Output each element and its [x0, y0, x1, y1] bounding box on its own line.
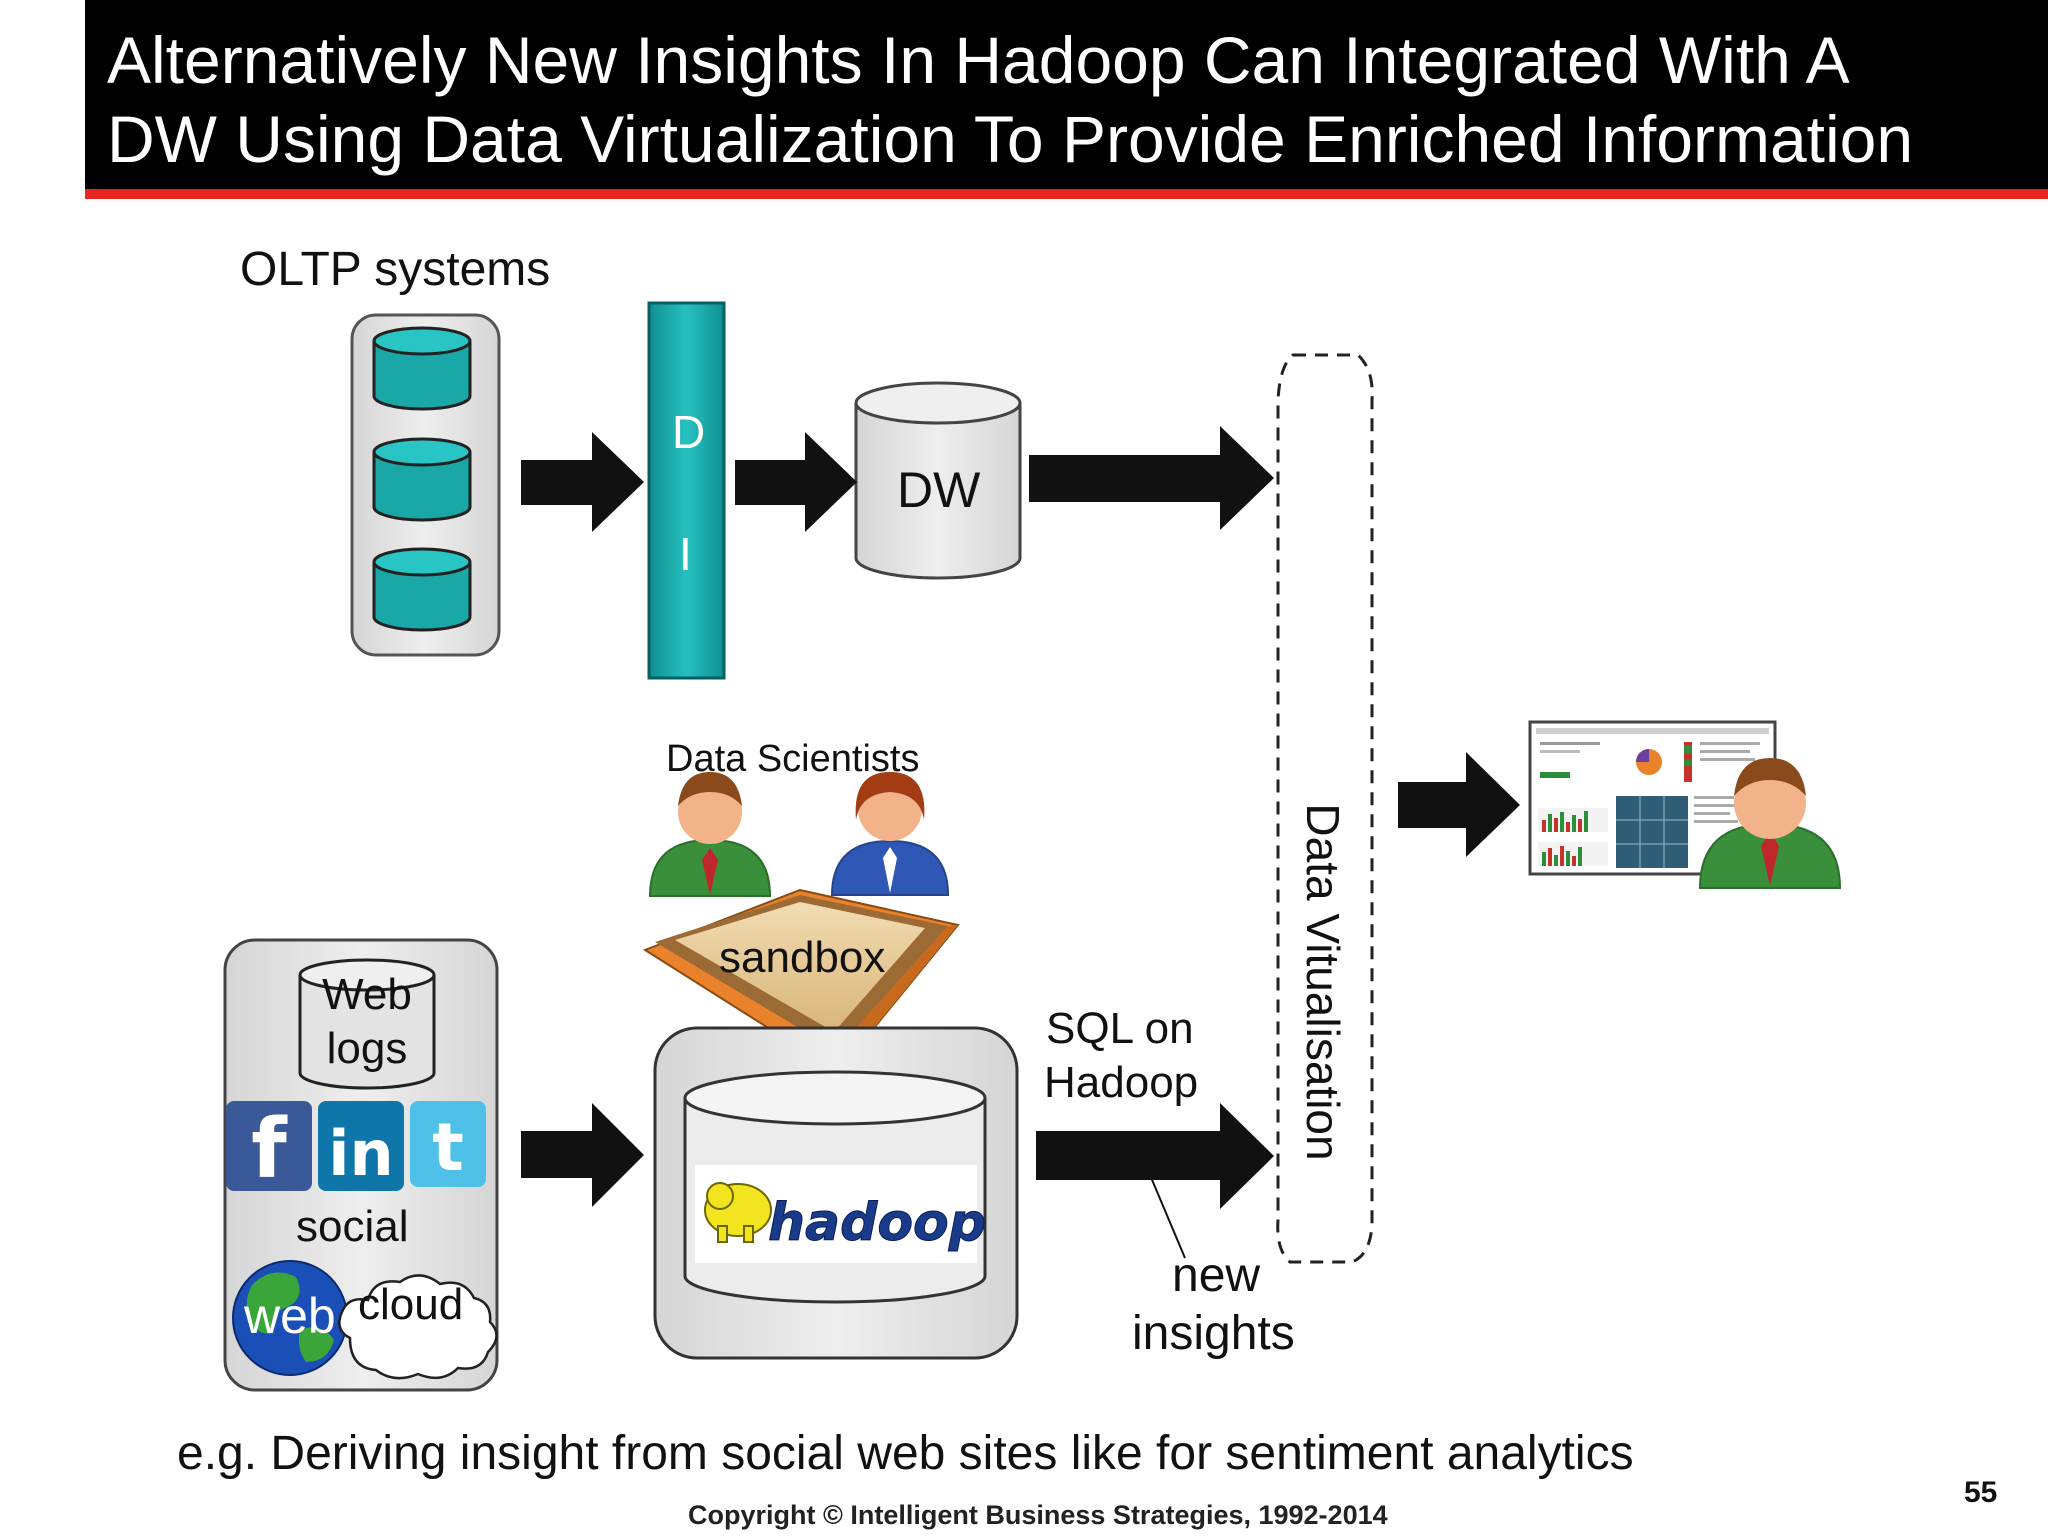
- data-virtualisation-label: Data Vitualisation: [1297, 803, 1349, 1161]
- title-bar: [85, 0, 2048, 193]
- data-scientist-icon: [648, 772, 772, 897]
- di-letter-d: D: [672, 406, 706, 458]
- arrow-virtualisation-to-report: [1398, 752, 1520, 857]
- arrow-social-to-hadoop: [521, 1103, 644, 1207]
- data-virtualisation-layer: [1276, 353, 1374, 1264]
- svg-text:t: t: [432, 1109, 464, 1186]
- business-user-icon: [1698, 758, 1842, 889]
- arrow-di-to-dw: [735, 432, 857, 532]
- cloud-icon: [338, 1274, 498, 1380]
- slide-title-line-2: DW Using Data Virtualization To Provide …: [107, 102, 1914, 176]
- oltp-database-icon: [372, 547, 472, 632]
- dw-database-icon: [854, 381, 1022, 580]
- copyright-footer: Copyright © Intelligent Business Strateg…: [688, 1500, 1388, 1530]
- caption: e.g. Deriving insight from social web si…: [177, 1427, 1634, 1480]
- twitter-icon: t: [410, 1101, 486, 1187]
- oltp-systems-label: OLTP systems: [240, 243, 551, 296]
- web-logs-label-line-1: Web: [322, 970, 412, 1019]
- sql-on-hadoop-label-line-1: SQL on: [1046, 1004, 1194, 1053]
- web-logs-label-line-2: logs: [326, 1024, 408, 1073]
- web-logs-database-icon: [298, 958, 436, 1090]
- new-insights-label-line-2: insights: [1132, 1307, 1295, 1360]
- hadoop-logo: hadoop: [695, 1165, 987, 1263]
- arrow-oltp-to-di: [521, 432, 644, 532]
- hadoop-logo-text: hadoop: [768, 1193, 986, 1253]
- sandbox-label: sandbox: [719, 933, 886, 982]
- sql-on-hadoop-label-line-2: Hadoop: [1044, 1058, 1199, 1107]
- linkedin-icon: in: [318, 1101, 404, 1191]
- arrow-dw-to-virtualisation: [1029, 426, 1274, 530]
- social-label: social: [296, 1202, 409, 1251]
- web-label: web: [244, 1288, 336, 1344]
- title-accent-line: [85, 189, 2048, 199]
- svg-text:f: f: [251, 1102, 288, 1197]
- slide-title-line-1: Alternatively New Insights In Hadoop Can…: [107, 23, 1850, 97]
- social-sources-container: f in t: [223, 938, 499, 1392]
- data-scientist-icon: [830, 772, 950, 896]
- oltp-database-icon: [372, 326, 472, 411]
- facebook-icon: f: [226, 1101, 312, 1197]
- globe-icon: [232, 1260, 348, 1376]
- dw-label: DW: [897, 462, 981, 518]
- page-number: 55: [1964, 1476, 1998, 1509]
- data-integration-bar: [647, 301, 726, 680]
- cloud-label: cloud: [358, 1280, 464, 1329]
- oltp-systems-container: [350, 313, 501, 657]
- svg-text:in: in: [328, 1117, 393, 1190]
- new-insights-label-line-1: new: [1172, 1249, 1261, 1302]
- di-letter-i: I: [679, 528, 692, 580]
- arrow-hadoop-to-virtualisation: [1036, 1103, 1274, 1209]
- sandbox-icon: [642, 888, 960, 1074]
- new-insights-pointer: [1149, 1174, 1186, 1259]
- data-scientists-label: Data Scientists: [666, 738, 920, 780]
- oltp-database-icon: [372, 437, 472, 522]
- dashboard-report-icon: [1528, 720, 1777, 876]
